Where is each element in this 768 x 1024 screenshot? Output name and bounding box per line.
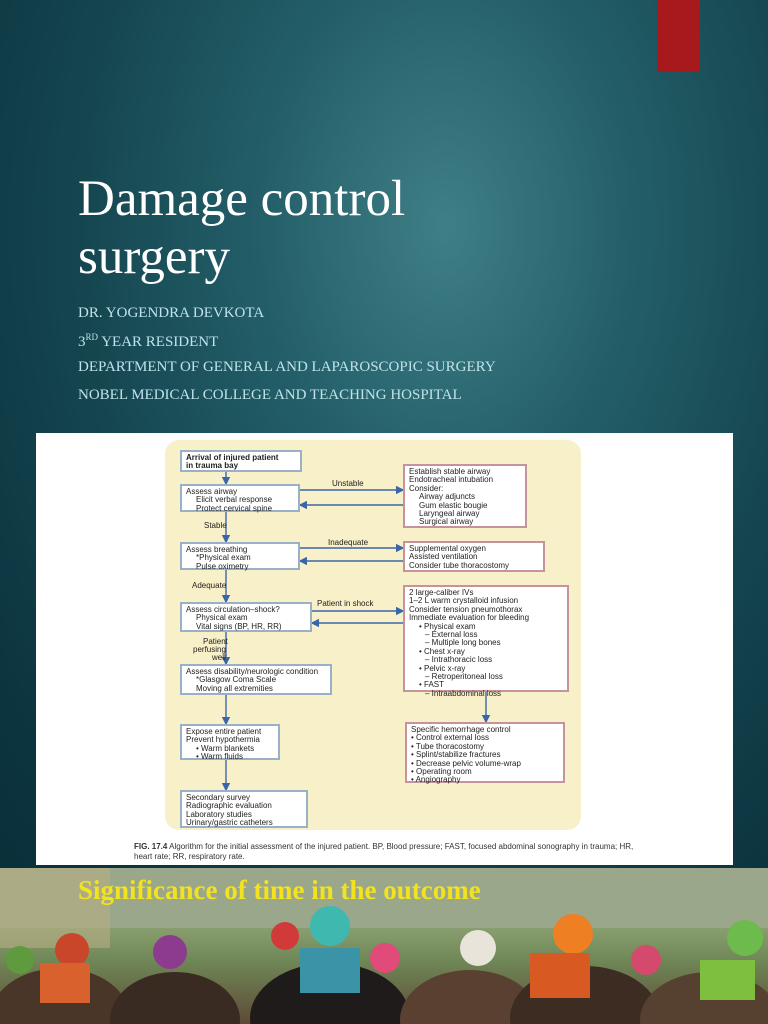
red-accent-bar (657, 0, 700, 72)
photo-heading: Significance of time in the outcome (78, 875, 481, 905)
flowchart-figure: Arrival of injured patient in trauma bay… (36, 433, 733, 865)
author-role: 3RD YEAR RESIDENT (78, 332, 219, 350)
horse-race-illustration (0, 868, 768, 1024)
flow-box-breathing: Assess breathing *Physical exam Pulse ox… (180, 542, 300, 571)
author-name: DR. YOGENDRA DEVKOTA (78, 305, 265, 321)
label-patient-in-shock: Patient in shock (317, 599, 374, 608)
label-perfusing: perfusing (193, 645, 226, 654)
department: DEPARTMENT OF GENERAL AND LAPAROSCOPIC S… (78, 359, 496, 375)
label-inadequate: Inadequate (328, 538, 369, 547)
flow-box-circulation: Assess circulation–shock? Physical exam … (180, 602, 312, 632)
horse-race-photo (0, 868, 768, 1024)
flow-box-hemorrhage-control: Specific hemorrhage control • Control ex… (405, 722, 565, 784)
flow-box-stable-airway: Establish stable airway Endotracheal int… (403, 464, 527, 528)
flow-box-airway: Assess airway Elicit verbal response Pro… (180, 484, 300, 513)
college: NOBEL MEDICAL COLLEGE AND TEACHING HOSPI… (78, 387, 462, 403)
figure-caption: FIG. 17.4 Algorithm for the initial asse… (134, 842, 634, 861)
flowchart-arrows (221, 471, 491, 792)
label-patient: Patient (203, 637, 228, 646)
flow-box-arrival: Arrival of injured patient in trauma bay (180, 450, 302, 472)
flow-box-expose: Expose entire patient Prevent hypothermi… (180, 724, 280, 761)
flow-box-disability: Assess disability/neurologic condition *… (180, 664, 332, 695)
flow-box-oxygen: Supplemental oxygen Assisted ventilation… (403, 541, 545, 572)
label-well: well (212, 653, 226, 662)
label-stable: Stable (204, 521, 227, 530)
flow-box-secondary-survey: Secondary survey Radiographic evaluation… (180, 790, 308, 828)
label-adequate: Adequate (192, 581, 227, 590)
flow-box-iv-bleeding: 2 large-caliber IVs 1–2 L warm crystallo… (403, 585, 569, 698)
label-unstable: Unstable (332, 479, 364, 488)
